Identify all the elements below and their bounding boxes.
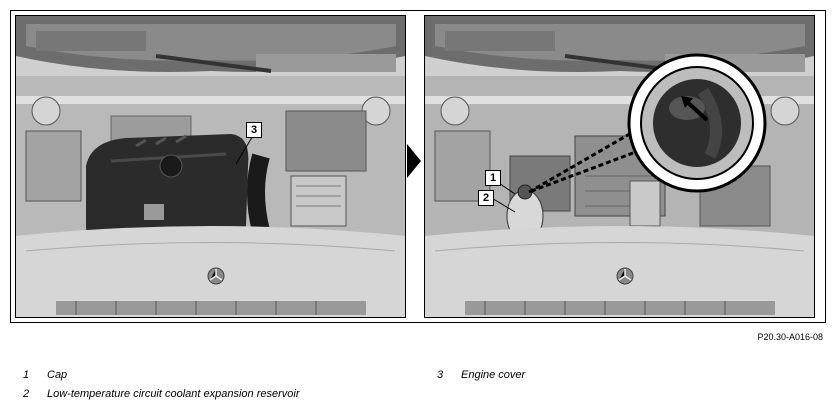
engine-cover-shape: [86, 134, 249, 248]
callout-1: 1: [485, 170, 501, 186]
legend-item-1: 1 Cap: [23, 369, 67, 381]
illustration-frame: 3: [10, 10, 826, 323]
engine-bay-illustration-with-cover: 3: [15, 15, 406, 318]
legend-label: Cap: [47, 369, 68, 381]
magnifier-icon: [627, 53, 767, 193]
legend-item-3: 3 Engine cover: [437, 369, 525, 381]
engine-bay-illustration-cover-removed: 1 2: [424, 15, 815, 318]
legend-number: 3: [437, 369, 444, 381]
figure-reference-code: P20.30-A016-08: [757, 332, 823, 342]
legend-label: Low-temperature circuit coolant expansio…: [47, 388, 300, 400]
legend-number: 2: [23, 388, 30, 400]
callout-2: 2: [478, 190, 494, 206]
arrow-right-icon: [407, 144, 421, 178]
legend-item-2: 2 Low-temperature circuit coolant expansi…: [23, 388, 300, 400]
callout-3: 3: [246, 122, 262, 138]
engine-bay-drawing-right: [425, 16, 814, 317]
engine-bay-drawing-left: [16, 16, 405, 317]
legend-label: Engine cover: [461, 369, 526, 381]
legend-number: 1: [23, 369, 30, 381]
